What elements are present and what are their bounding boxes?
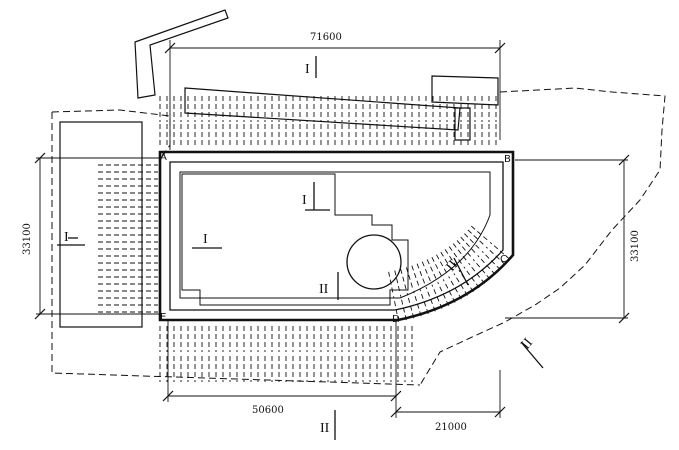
left-adjacent-building [59, 121, 143, 328]
pile-mark [425, 256, 437, 279]
pile-mark [477, 255, 496, 275]
pile-mark [447, 243, 462, 264]
corner-a-label: A [160, 152, 167, 163]
pile-mark [405, 264, 413, 288]
section-top-label: I [305, 62, 310, 77]
pile-mark [393, 267, 400, 292]
excavation-outline [51, 87, 666, 386]
round-atrium [346, 234, 402, 290]
pile-mark [472, 259, 491, 280]
pile-mark [430, 254, 442, 277]
pile-mark [481, 250, 501, 271]
pile-mark [458, 234, 476, 253]
corner-d-label: D [392, 314, 400, 325]
pile-hatching [98, 96, 511, 382]
dimension-lines [36, 40, 628, 418]
basement-outline [179, 171, 491, 299]
adjacent-buildings [134, 9, 499, 141]
pile-mark [465, 227, 484, 245]
pile-mark [454, 237, 471, 257]
dim-right-height: 33100 [630, 230, 641, 262]
section-inner-bottom-label: II [319, 282, 329, 297]
pile-mark [434, 251, 448, 274]
pile-mark [468, 223, 488, 241]
dimension-ticks [34, 42, 630, 418]
pile-mark [419, 289, 429, 315]
section-bottom-label: II [320, 421, 330, 436]
section-curve-outer-label: II [519, 336, 537, 353]
pile-mark [410, 262, 420, 286]
pile-mark [393, 296, 400, 322]
tower-block [181, 173, 409, 306]
pile-mark [443, 246, 458, 268]
pile-mark [489, 242, 511, 260]
pile-mark [420, 258, 431, 282]
building-inner-wall [169, 161, 504, 311]
pile-mark [399, 265, 407, 290]
pile-mark [438, 249, 453, 271]
pile-mark [453, 273, 468, 296]
pile-mark [485, 246, 506, 265]
section-inner-left-label: I [203, 232, 208, 247]
pile-mark [415, 260, 426, 284]
corner-b-label: B [504, 154, 511, 165]
building-outline [158, 150, 515, 322]
pile-mark [387, 268, 394, 293]
section-left-label: I [64, 230, 69, 245]
dim-left-height: 33100 [22, 223, 33, 255]
section-inner-top-label: I [302, 193, 307, 208]
section-marker-lines [57, 56, 544, 440]
dim-top-width: 71600 [310, 32, 342, 43]
dim-bottom-straight: 50600 [252, 405, 284, 416]
pile-mark [468, 262, 486, 284]
corner-e-label: E [160, 312, 166, 323]
dim-bottom-curve: 21000 [435, 422, 467, 433]
pile-mark [461, 231, 480, 249]
pile-mark [458, 269, 474, 293]
corner-c-label: C [500, 254, 507, 265]
